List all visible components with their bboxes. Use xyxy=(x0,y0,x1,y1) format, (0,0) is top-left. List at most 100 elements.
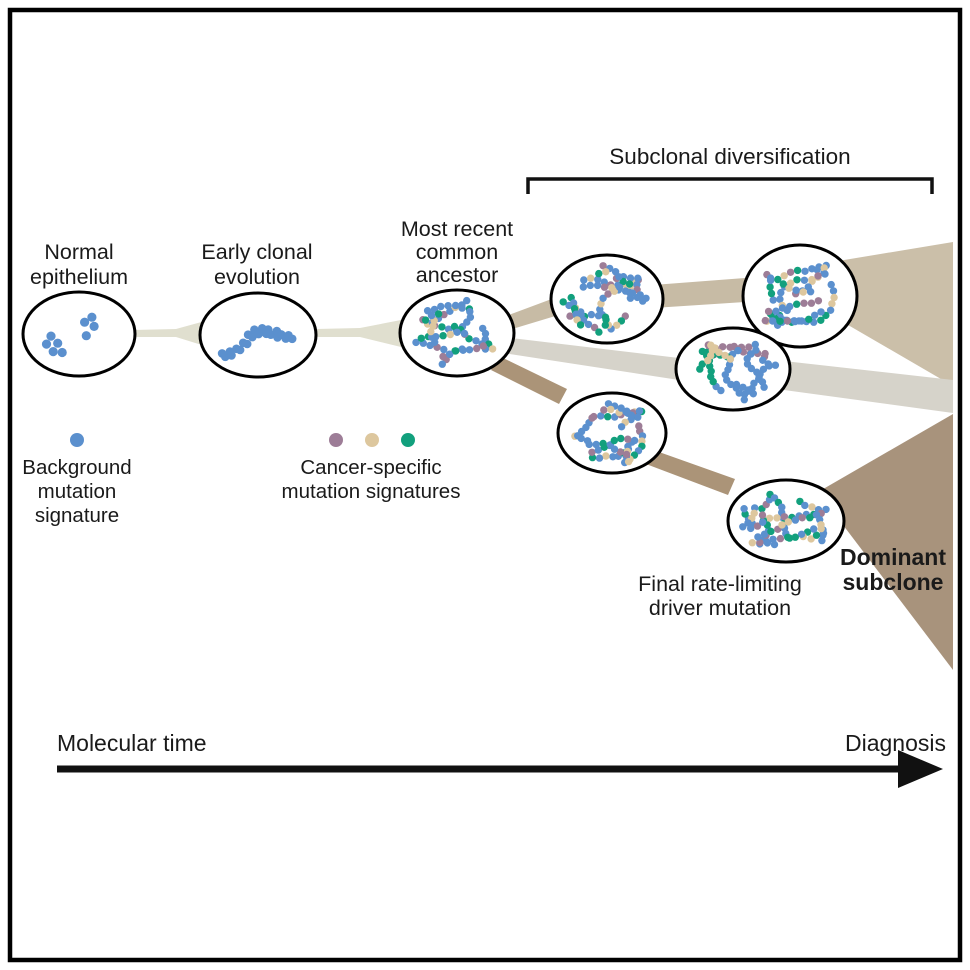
mutation-dot xyxy=(739,523,747,531)
cell-normal-epithelium-dots xyxy=(41,312,99,358)
cell-subclone-middle-dots xyxy=(696,340,780,404)
mutation-dot xyxy=(440,345,448,354)
mutation-dot xyxy=(579,283,587,291)
mutation-dot xyxy=(829,287,838,295)
mutation-dot xyxy=(830,293,838,302)
mutation-dot xyxy=(592,440,600,449)
mutation-dot xyxy=(793,300,801,308)
mutation-dot xyxy=(439,352,447,361)
mutation-dot xyxy=(813,266,821,274)
mutation-dot xyxy=(600,406,608,414)
mutation-dot xyxy=(786,302,794,311)
mutation-dot xyxy=(806,514,814,522)
mutation-dot xyxy=(587,274,595,282)
mutation-dot xyxy=(818,536,826,545)
mutation-dot xyxy=(776,317,784,325)
mutation-dot xyxy=(621,287,630,295)
mutation-dot xyxy=(427,311,436,319)
mutation-dot xyxy=(600,443,608,451)
mutation-dot xyxy=(780,513,789,521)
mutation-dot xyxy=(438,360,446,368)
mutation-dot xyxy=(607,405,615,414)
mutation-dot xyxy=(429,322,437,330)
mutation-dot xyxy=(767,289,776,298)
beam-lower-to-bottom xyxy=(638,447,735,495)
lineage-beams-layer xyxy=(133,242,953,670)
time-axis-arrowhead-icon xyxy=(898,750,943,788)
mutation-dot xyxy=(446,350,454,358)
legend-background-line2: mutation xyxy=(38,480,117,503)
mutation-dot xyxy=(739,383,747,391)
beam-normal-to-early xyxy=(133,321,205,346)
label-normal-epithelium-line1: Normal xyxy=(44,240,113,264)
mutation-dot xyxy=(759,518,767,526)
mutation-dot xyxy=(440,310,448,319)
legend-background-line3: signature xyxy=(35,504,119,527)
mutation-dot xyxy=(771,361,780,369)
mutation-dot xyxy=(439,332,447,340)
mutation-dot xyxy=(427,333,436,341)
mutation-dot xyxy=(817,308,825,316)
mutation-dot xyxy=(798,514,806,522)
mutation-dot xyxy=(600,283,609,291)
mutation-dot xyxy=(800,276,809,284)
mutation-dot xyxy=(41,339,52,349)
mutation-dot xyxy=(769,296,777,304)
mutation-dot xyxy=(726,355,735,363)
mutation-dot xyxy=(595,454,604,462)
mutation-dot xyxy=(744,519,752,527)
mutation-dot xyxy=(774,275,782,284)
mutation-dot xyxy=(584,320,593,329)
mutation-dot xyxy=(785,284,793,292)
cell-dominant-subclone-dots xyxy=(739,490,830,549)
cell-subclone-lower-dots xyxy=(571,400,647,467)
mutation-dot xyxy=(754,533,762,541)
mutation-dot xyxy=(807,535,815,543)
mutation-dot xyxy=(807,299,816,307)
mutation-dots-layer xyxy=(41,261,838,549)
mutation-dot xyxy=(458,304,466,312)
mutation-dot xyxy=(588,414,596,422)
mutation-dot xyxy=(800,299,808,307)
mutation-dot xyxy=(421,316,430,324)
mutation-dot xyxy=(623,407,631,415)
mutation-dot xyxy=(796,497,804,506)
mutation-dot xyxy=(81,331,91,341)
mutation-dot xyxy=(287,334,297,344)
mutation-dot xyxy=(758,511,767,519)
mutation-dot xyxy=(752,346,760,354)
mutation-dot xyxy=(613,321,621,329)
mutation-dot xyxy=(460,329,469,338)
mutation-dot xyxy=(569,299,578,307)
cell-subclone-top-dots xyxy=(559,262,650,336)
mutation-dot xyxy=(601,313,610,321)
mutation-dot xyxy=(588,448,596,456)
mutation-dot xyxy=(633,293,641,302)
mutation-dot xyxy=(594,275,602,284)
wedge-dominant-expansion xyxy=(818,414,953,670)
mutation-dot xyxy=(763,539,772,547)
mutation-dot xyxy=(622,450,631,459)
mutation-dot xyxy=(634,413,642,421)
beam-subclone-top-to-topright xyxy=(653,278,745,308)
mutation-dot xyxy=(463,296,471,305)
mutation-dot xyxy=(434,310,443,318)
mutation-dot xyxy=(566,312,574,320)
mutation-dot xyxy=(761,316,769,325)
mutation-dot xyxy=(734,346,742,355)
mutation-dot xyxy=(235,345,245,355)
cancer-signature-green-dot-icon xyxy=(401,433,415,447)
mutation-dot xyxy=(479,342,487,350)
mutation-dot xyxy=(601,321,609,329)
cell-mrca-dots xyxy=(412,296,497,368)
mutation-dot xyxy=(760,383,768,391)
mutation-dot xyxy=(626,274,635,282)
mutation-dot xyxy=(638,437,646,445)
label-final-driver-line2: driver mutation xyxy=(649,596,791,620)
mutation-dot xyxy=(747,524,755,533)
mutation-dot xyxy=(48,347,58,357)
mutation-dot xyxy=(740,396,748,404)
mutation-dot xyxy=(698,360,706,368)
mutation-dot xyxy=(617,404,625,412)
mutation-dot xyxy=(473,344,481,353)
